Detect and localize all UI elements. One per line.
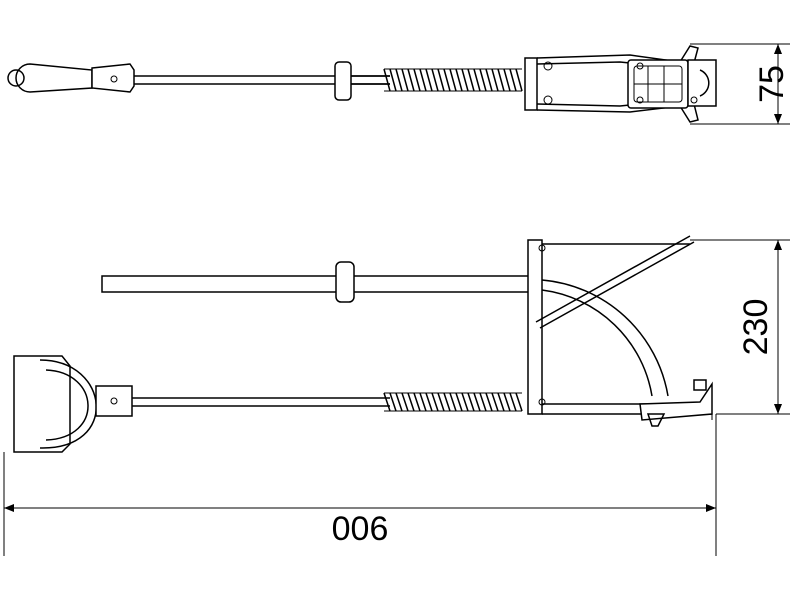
dimension-label-overall: 006 — [332, 510, 389, 548]
handle-tube — [91, 63, 135, 93]
top-view: 75 — [7, 43, 791, 125]
upper-rod — [101, 261, 530, 303]
dimension-label-230: 230 — [737, 299, 775, 356]
frame — [527, 235, 713, 427]
dimension-230: 230 — [690, 239, 790, 415]
spring — [383, 392, 523, 412]
dimension-75: 75 — [690, 43, 791, 125]
clamp-head — [524, 45, 717, 123]
dimension-overall: 006 — [3, 414, 717, 556]
side-view: 230 006 — [3, 235, 790, 556]
stirrup-handle — [13, 355, 133, 453]
collar — [334, 61, 352, 101]
dimension-label-75: 75 — [753, 65, 791, 103]
spring — [383, 68, 523, 92]
eyelet — [7, 63, 93, 93]
